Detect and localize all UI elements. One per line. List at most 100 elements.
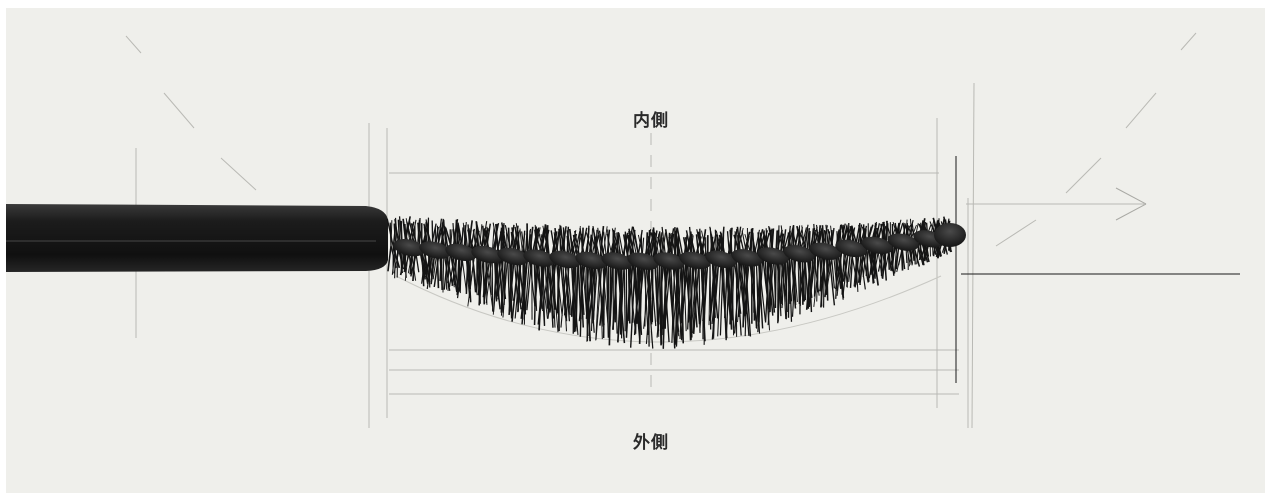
bristle — [643, 261, 652, 329]
bristle — [918, 239, 925, 266]
bristle — [764, 256, 771, 323]
bristle — [687, 260, 696, 323]
bristle — [669, 260, 676, 349]
brush-tip — [934, 223, 966, 247]
bristle — [595, 260, 601, 341]
bristle — [394, 246, 396, 279]
bristle — [742, 257, 751, 327]
bristle — [500, 255, 504, 313]
bristle — [578, 260, 586, 322]
bristle — [443, 251, 449, 290]
bristle — [588, 260, 597, 320]
bristle — [638, 261, 643, 344]
bristle — [733, 258, 742, 334]
bristle — [609, 260, 615, 327]
core-twist — [419, 241, 451, 259]
guide-vertical — [971, 82, 975, 429]
bristle — [614, 261, 618, 334]
bristle — [709, 259, 718, 322]
bristle — [482, 254, 485, 305]
bristle — [570, 259, 577, 317]
bristle — [526, 257, 533, 311]
diagram-panel: 内側 外側 — [6, 8, 1265, 493]
bristle — [664, 260, 672, 329]
core-twist — [731, 249, 763, 267]
bristle — [599, 260, 608, 326]
bristle — [744, 257, 752, 337]
bristle — [725, 258, 731, 341]
bristle — [447, 251, 452, 284]
bristle — [717, 259, 722, 337]
bristle — [492, 222, 500, 256]
bristle — [729, 258, 733, 325]
label-inner-side: 内側 — [633, 111, 669, 131]
core-twist — [757, 247, 789, 265]
bristle — [520, 257, 529, 319]
bristle — [731, 258, 735, 317]
core-twist — [887, 233, 919, 251]
bristle — [634, 261, 643, 323]
guide-ray — [220, 157, 257, 191]
core-twist — [523, 249, 555, 267]
bristle — [742, 257, 746, 328]
bristle — [637, 261, 645, 323]
bristle — [834, 249, 843, 290]
core-twist — [393, 239, 425, 257]
guide-ray — [1180, 32, 1197, 51]
bristle — [661, 260, 670, 330]
core-twist — [627, 252, 659, 270]
bristle — [916, 240, 920, 265]
bristle — [556, 259, 562, 315]
bristle — [699, 259, 707, 331]
bristle — [805, 252, 813, 310]
bristle — [623, 261, 626, 332]
bristle — [575, 259, 579, 328]
bristle — [724, 258, 729, 319]
bristle — [553, 258, 556, 310]
handle-highlight — [6, 240, 376, 242]
bristle — [534, 258, 540, 307]
core-twist — [445, 243, 477, 262]
bristle — [808, 252, 817, 303]
core-twist — [601, 252, 633, 270]
bristle — [542, 258, 550, 312]
core-twist — [653, 252, 685, 270]
brush-bristles — [386, 216, 953, 349]
bristle — [671, 260, 676, 343]
bristle — [387, 245, 392, 272]
bristle — [858, 224, 863, 248]
bristle — [514, 256, 522, 319]
bristle — [500, 255, 506, 316]
core-twist — [549, 250, 581, 269]
bristle — [767, 255, 775, 326]
bristle — [703, 259, 709, 322]
bristle — [560, 259, 568, 328]
bristle — [617, 261, 623, 343]
brush-contour — [395, 275, 942, 343]
bristle — [592, 260, 599, 322]
bristle — [722, 259, 727, 339]
guide-ray — [163, 92, 195, 129]
core-twist — [497, 247, 529, 266]
bristle — [478, 254, 484, 306]
bristle — [656, 261, 665, 338]
core-twist — [783, 245, 815, 263]
bristle — [545, 224, 551, 259]
bristle — [822, 251, 825, 308]
bristle — [586, 260, 595, 318]
bristle — [719, 259, 724, 336]
bristle — [645, 261, 654, 345]
bristle — [629, 261, 636, 348]
bristle — [690, 260, 698, 340]
guide-ray — [125, 35, 142, 54]
bristle — [496, 255, 502, 297]
bristle — [597, 227, 603, 261]
bristle — [627, 261, 634, 322]
label-outer-side: 外側 — [633, 433, 669, 453]
bristle — [787, 254, 792, 301]
bristle — [508, 256, 515, 315]
bristle — [595, 260, 603, 340]
core-twist — [835, 239, 867, 258]
bristle — [674, 260, 681, 344]
core-twist — [705, 250, 737, 268]
